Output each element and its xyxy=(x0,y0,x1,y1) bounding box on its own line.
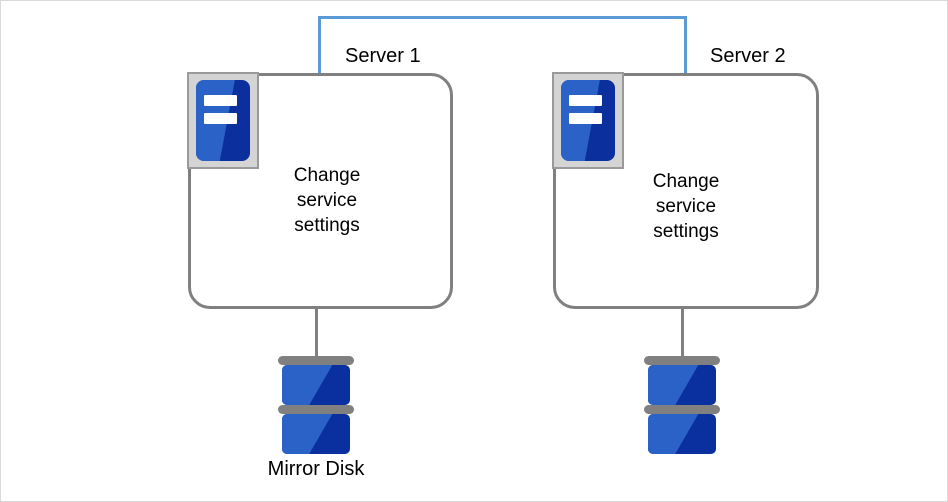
disk-bar-top xyxy=(644,356,720,365)
disk-bar-middle xyxy=(278,405,354,414)
server-2-label: Server 2 xyxy=(710,45,786,67)
server-2-body-text: Change service settings xyxy=(652,171,720,242)
interconnect-line-right-drop xyxy=(684,16,687,74)
server-2-disk-connector xyxy=(681,309,684,357)
mirror-disk-icon xyxy=(644,356,720,456)
disk-platter-top xyxy=(648,365,716,405)
server-icon xyxy=(552,72,624,169)
server-icon-bar-bottom xyxy=(568,113,603,124)
disk-platter-bottom xyxy=(648,414,716,454)
interconnect-line-horizontal xyxy=(318,16,687,19)
server-icon-bar-top xyxy=(203,95,238,106)
disk-bar-top xyxy=(278,356,354,365)
mirror-disk-icon xyxy=(278,356,354,456)
server-1-disk-connector xyxy=(315,309,318,357)
server-1-body-text: Change service settings xyxy=(293,165,361,236)
mirror-disk-label: Mirror Disk xyxy=(267,458,365,480)
disk-platter-bottom xyxy=(282,414,350,454)
disk-bar-middle xyxy=(644,405,720,414)
server-1-label: Server 1 xyxy=(345,45,421,67)
server-icon-body xyxy=(561,80,615,161)
server-icon-body xyxy=(196,80,250,161)
disk-platter-top xyxy=(282,365,350,405)
server-icon-bar-top xyxy=(568,95,603,106)
server-icon xyxy=(187,72,259,169)
server-icon-bar-bottom xyxy=(203,113,238,124)
interconnect-line-left-drop xyxy=(318,16,321,74)
